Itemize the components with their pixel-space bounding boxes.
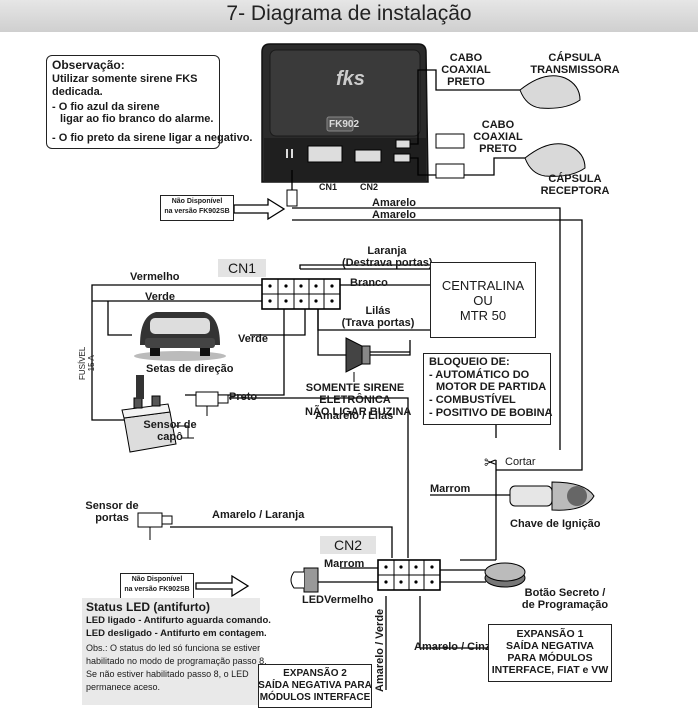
bloqueio-line: - POSITIVO DE BOBINA	[429, 407, 553, 419]
ignition-key-icon	[509, 481, 595, 511]
status-led-obs: Obs.: O status do led só funciona se est…	[86, 643, 261, 653]
observacao-line: - O fio preto da sirene ligar a negativo…	[52, 132, 253, 144]
led-icon	[290, 567, 319, 593]
wire-preto: Preto	[229, 391, 258, 403]
status-led-line1: LED ligado - Antifurto aguarda comando.	[86, 615, 271, 626]
bloqueio-title: BLOQUEIO DE:	[429, 356, 510, 368]
wire-laranja: Laranja(Destrava portas)	[342, 245, 433, 269]
battery-icon	[121, 395, 194, 453]
siren-icon	[345, 337, 371, 382]
centralina-box	[430, 262, 536, 338]
module-cn2: CN2	[360, 182, 379, 192]
botao-secreto-label: Botão Secreto /de Programação	[521, 587, 609, 611]
observacao-line: - O fio azul da sirene	[52, 101, 160, 113]
observacao-title: Observação:	[52, 58, 125, 72]
cortar-label: Cortar	[505, 456, 536, 468]
page-title: 7- Diagrama de instalação	[226, 2, 472, 25]
chave-ignicao-label: Chave de Ignição	[510, 518, 601, 530]
cn1-connector	[261, 278, 341, 310]
coax-plug-2	[435, 163, 465, 179]
coax-plug-1	[435, 133, 465, 149]
module-brand: fks	[336, 68, 365, 90]
wire-marrom-ignicao: Marrom	[430, 483, 471, 495]
status-led-box	[82, 598, 260, 705]
wire-marrom-led: Marrom	[324, 558, 365, 570]
wire-amarelo-laranja: Amarelo / Laranja	[212, 509, 305, 521]
observacao-line: ligar ao fio branco do alarme.	[60, 113, 214, 125]
car-icon	[134, 312, 226, 361]
expansao1-box	[488, 624, 612, 682]
wire-amarelo-cinza: Amarelo / Cinza	[414, 641, 497, 653]
arrow-nao-disponivel-1	[233, 197, 286, 221]
scissors-icon: ✂	[484, 453, 497, 472]
status-led-obs: habilitado no modo de programação passo …	[86, 656, 267, 666]
cn1-label: CN1	[218, 259, 267, 277]
wire-amarelo-lilas: Amarelo / Lilás	[315, 410, 394, 422]
bloqueio-line: - AUTOMÁTICO DO	[429, 369, 530, 381]
status-led-obs: Se não estiver habilitado passo 8, o LED	[86, 669, 249, 679]
cn2-label: CN2	[320, 536, 377, 554]
status-led-title: Status LED (antifurto)	[86, 600, 210, 614]
wire-amarelo-verde: Amarelo / Verde	[374, 608, 386, 692]
arrow-nao-disponivel-2	[195, 574, 250, 598]
wire-verde-car: Verde	[238, 333, 268, 345]
status-led-line2: LED desligado - Antifurto em contagem.	[86, 628, 267, 639]
alarm-module	[261, 43, 429, 183]
wire-vermelho-led: Vermelho	[324, 594, 374, 606]
bloqueio-line: - COMBUSTÍVEL	[429, 394, 516, 406]
module-model: FK902	[329, 119, 360, 130]
led-label: LED	[302, 594, 324, 606]
capsule-transmissora-icon	[519, 75, 581, 109]
sensor-capo-icon	[195, 391, 229, 416]
header-bar	[0, 0, 698, 32]
wire-amarelo-1: Amarelo	[372, 197, 417, 209]
wire-vermelho: Vermelho	[130, 271, 180, 283]
botao-secreto-icon	[484, 562, 526, 588]
bloqueio-line: MOTOR DE PARTIDA	[436, 381, 547, 393]
status-led-obs: permanece aceso.	[86, 682, 161, 692]
module-cn1: CN1	[319, 182, 338, 192]
observacao-line: Utilizar somente sirene FKS	[52, 73, 198, 85]
wire-amarelo-2: Amarelo	[372, 209, 417, 221]
bloqueio-box	[423, 353, 551, 425]
cn2-connector	[377, 559, 441, 591]
wire-lilas: Lilás(Trava portas)	[341, 305, 415, 329]
nao-disponivel-box-1	[160, 195, 234, 221]
wire-branco: Branco	[350, 277, 388, 289]
expansao2-box	[258, 664, 372, 708]
setas-label: Setas de direção	[146, 363, 234, 375]
sensor-portas-icon	[137, 512, 173, 540]
wire-verde-top: Verde	[145, 291, 175, 303]
observacao-box	[46, 55, 220, 149]
fuse-icon	[136, 375, 144, 399]
observacao-line: dedicada.	[52, 86, 103, 98]
capsule-receptora-icon	[524, 143, 586, 177]
